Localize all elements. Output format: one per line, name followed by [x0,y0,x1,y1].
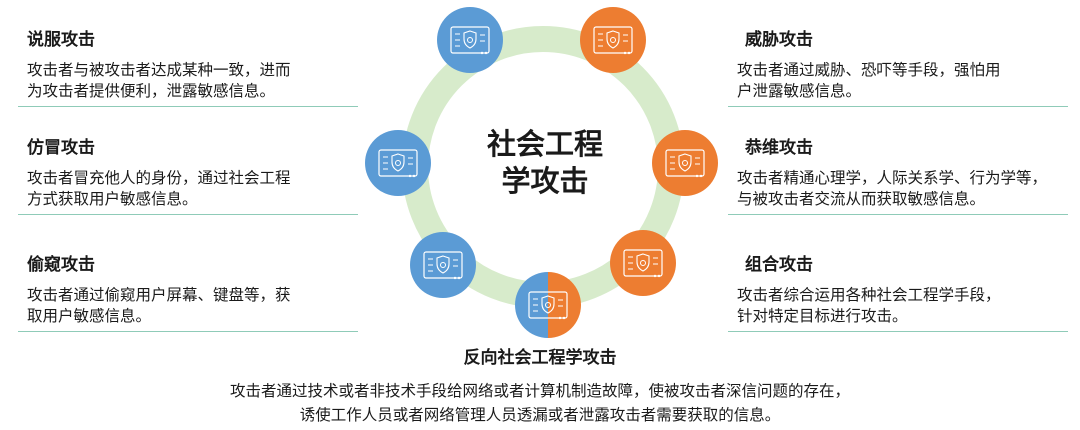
desc-line: 攻击者通过偷窥用户屏幕、键盘等，获 [27,286,291,304]
desc-line: 与被攻击者交流从而获取敏感信息。 [737,190,986,208]
attack-node [580,7,646,73]
center-title: 社会工程 学攻击 [470,126,620,200]
security-panel-icon [450,26,490,55]
security-panel-icon [378,149,418,178]
attack-description: 攻击者冒充他人的身份，通过社会工程 方式获取用户敏感信息。 [27,168,358,210]
divider [18,214,358,215]
attack-title: 威胁攻击 [745,30,813,50]
attack-node [610,230,676,296]
attack-description: 攻击者与被攻击者达成某种一致，进而 为攻击者提供便利，泄露敏感信息。 [27,60,358,102]
desc-line: 取用户敏感信息。 [27,307,152,325]
attack-node [365,130,431,196]
desc-line: 攻击者综合运用各种社会工程学手段， [737,286,1001,304]
security-panel-icon [528,291,568,320]
attack-peeping: 偷窥攻击 攻击者通过偷窥用户屏幕、键盘等，获 取用户敏感信息。 [18,254,358,332]
attack-combined: 组合攻击 攻击者综合运用各种社会工程学手段， 针对特定目标进行攻击。 [728,254,1068,332]
security-panel-icon [623,249,663,278]
divider [18,106,358,107]
security-panel-icon [665,149,705,178]
divider [18,331,358,332]
attack-title: 恭维攻击 [745,138,813,158]
attack-title: 说服攻击 [27,30,95,50]
desc-line: 攻击者通过技术或者非技术手段给网络或者计算机制造故障，使被攻击者深信问题的存在， [229,382,850,400]
desc-line: 攻击者通过威胁、恐吓等手段，强怕用 [737,61,1001,79]
desc-line: 攻击者与被攻击者达成某种一致，进而 [27,61,291,79]
security-panel-icon [423,251,463,280]
desc-line: 针对特定目标进行攻击。 [737,307,908,325]
attack-persuasion: 说服攻击 攻击者与被攻击者达成某种一致，进而 为攻击者提供便利，泄露敏感信息。 [18,29,358,107]
desc-line: 攻击者精通心理学，人际关系学、行为学等， [737,169,1048,187]
attack-node [410,232,476,298]
desc-line: 攻击者冒充他人的身份，通过社会工程 [27,169,291,187]
attack-reverse: 反向社会工程学攻击 攻击者通过技术或者非技术手段给网络或者计算机制造故障，使被攻… [0,347,1080,427]
attack-threat: 威胁攻击 攻击者通过威胁、恐吓等手段，强怕用 户泄露敏感信息。 [728,29,1068,107]
desc-line: 方式获取用户敏感信息。 [27,190,198,208]
divider [728,214,1068,215]
attack-node [515,272,581,338]
center-title-line: 学攻击 [501,164,589,198]
attack-node [652,130,718,196]
attack-description: 攻击者精通心理学，人际关系学、行为学等， 与被攻击者交流从而获取敏感信息。 [737,168,1068,210]
attack-title: 偷窥攻击 [27,255,95,275]
attack-title: 反向社会工程学攻击 [463,348,617,368]
desc-line: 户泄露敏感信息。 [737,82,862,100]
attack-description: 攻击者通过威胁、恐吓等手段，强怕用 户泄露敏感信息。 [737,60,1068,102]
divider [728,331,1068,332]
attack-title: 组合攻击 [745,255,813,275]
attack-title: 仿冒攻击 [27,138,95,158]
attack-impersonation: 仿冒攻击 攻击者冒充他人的身份，通过社会工程 方式获取用户敏感信息。 [18,137,358,215]
desc-line: 诱使工作人员或者网络管理人员透漏或者泄露攻击者需要获取的信息。 [299,406,781,424]
attack-flattery: 恭维攻击 攻击者精通心理学，人际关系学、行为学等， 与被攻击者交流从而获取敏感信… [728,137,1068,215]
divider [728,106,1068,107]
desc-line: 为攻击者提供便利，泄露敏感信息。 [27,82,276,100]
attack-description: 攻击者通过偷窥用户屏幕、键盘等，获 取用户敏感信息。 [27,285,358,327]
attack-node [437,7,503,73]
attack-description: 攻击者综合运用各种社会工程学手段， 针对特定目标进行攻击。 [737,285,1068,327]
center-title-line: 社会工程 [486,127,603,161]
attack-description: 攻击者通过技术或者非技术手段给网络或者计算机制造故障，使被攻击者深信问题的存在，… [0,379,1080,427]
security-panel-icon [593,26,633,55]
